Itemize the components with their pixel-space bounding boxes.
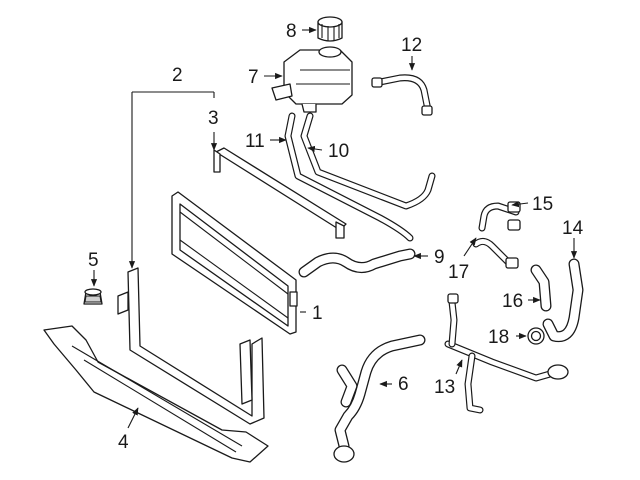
- grommet: [83, 288, 103, 305]
- callout-2: 2: [172, 65, 183, 86]
- callout-8: 8: [286, 21, 297, 42]
- callout-16: 16: [502, 291, 523, 312]
- leader-4: [127, 407, 139, 429]
- radiator-support-frame: [117, 267, 265, 425]
- leader-15: [511, 201, 529, 208]
- reservoir-hose: [371, 74, 433, 116]
- bleed-tube: [284, 112, 414, 242]
- leader-13: [455, 359, 463, 375]
- expansion-reservoir: [271, 46, 353, 113]
- callout-18: 18: [488, 327, 509, 348]
- lower-radiator-hose: [298, 248, 416, 278]
- callout-4: 4: [118, 432, 129, 453]
- leader-17: [463, 237, 477, 257]
- leader-10: [307, 145, 323, 153]
- bypass-hose: [530, 264, 552, 312]
- callout-5: 5: [88, 250, 99, 271]
- callout-labels: 1 2 3 4 5 6 7 8 9 10 11 12 13 14 15 16 1…: [88, 21, 584, 453]
- overflow-tube: [300, 112, 436, 210]
- coolant-pipe-assembly: [444, 293, 569, 414]
- callout-13: 13: [434, 377, 455, 398]
- callout-11: 11: [245, 131, 265, 152]
- callout-12: 12: [401, 35, 422, 56]
- heater-hose-upper: [478, 201, 521, 232]
- callout-14: 14: [562, 218, 584, 239]
- hose-clamp: [527, 327, 545, 345]
- upper-radiator-hose: [333, 334, 426, 463]
- radiator: [171, 191, 298, 335]
- callout-17: 17: [448, 262, 469, 283]
- callout-7: 7: [248, 67, 259, 88]
- lower-cross-member: [43, 325, 269, 463]
- callout-10: 10: [328, 141, 349, 162]
- reservoir-cap: [317, 16, 343, 42]
- heater-hose-lower: [472, 237, 519, 269]
- callout-6: 6: [398, 374, 409, 395]
- callout-15: 15: [532, 194, 553, 215]
- callout-1: 1: [312, 303, 323, 324]
- heater-hose-right: [542, 258, 584, 343]
- upper-support-bracket: [213, 147, 347, 239]
- leader-lines: [90, 26, 578, 429]
- callout-3: 3: [208, 108, 219, 129]
- callout-9: 9: [434, 247, 445, 268]
